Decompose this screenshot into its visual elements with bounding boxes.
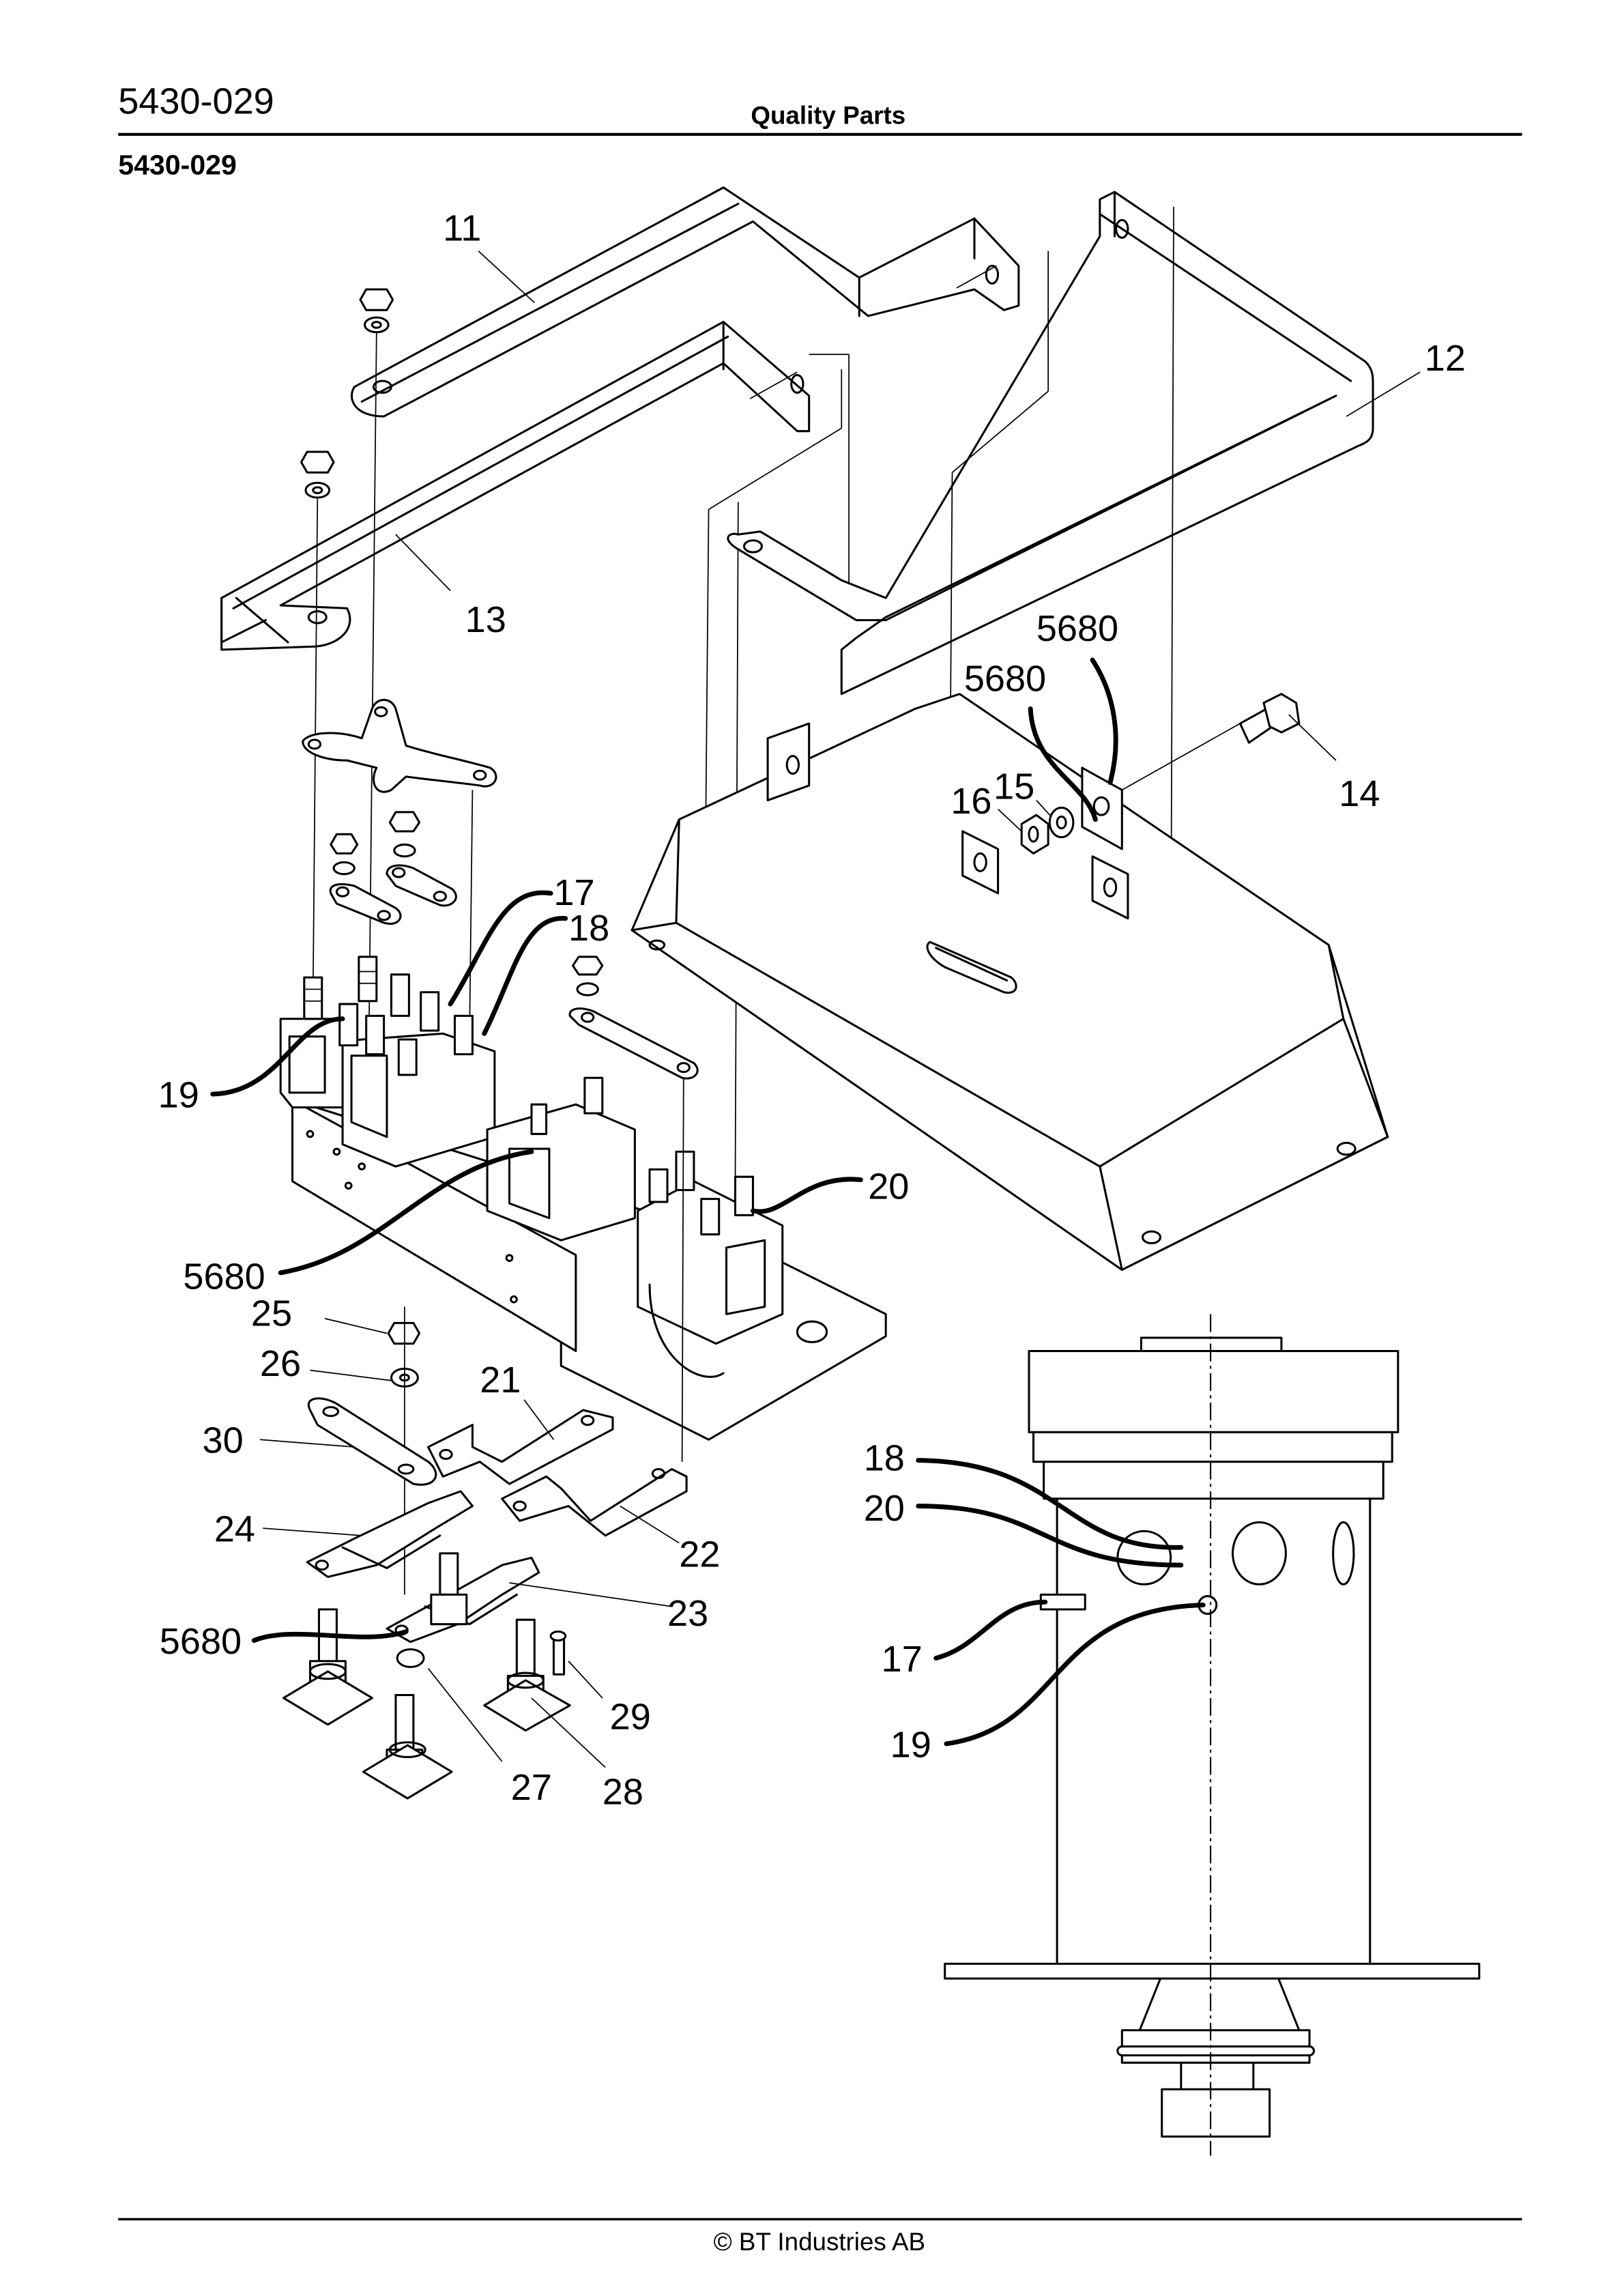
stud-group (303, 956, 474, 1076)
bracket-13 (220, 321, 850, 651)
callout-19-b: 19 (890, 1724, 931, 1765)
copyright: © BT Industries AB (714, 2228, 925, 2256)
callout-14: 14 (1339, 773, 1380, 814)
callouts: 11 12 13 14 15 16 5680 5680 17 18 19 20 … (158, 208, 1466, 1813)
control-box (630, 693, 1389, 1271)
callout-30: 30 (203, 1420, 244, 1461)
callout-28: 28 (603, 1772, 643, 1813)
bracket-12 (705, 190, 1374, 1019)
callout-24: 24 (214, 1509, 255, 1550)
callout-27: 27 (511, 1767, 552, 1808)
nut-16 (1020, 814, 1049, 855)
washer-15 (1048, 806, 1075, 839)
leader-lines (259, 250, 1421, 1768)
stud-post-3 (362, 1694, 453, 1800)
callout-25: 25 (251, 1293, 292, 1334)
bracket-11 (351, 186, 1020, 418)
callout-5680-c: 5680 (183, 1257, 265, 1297)
callout-20-b: 20 (864, 1488, 905, 1529)
callout-12: 12 (1425, 338, 1466, 379)
motor (944, 1314, 1481, 2156)
callout-13: 13 (465, 599, 506, 640)
callout-17-b: 17 (882, 1639, 923, 1680)
callout-11: 11 (443, 208, 481, 249)
callout-29: 29 (610, 1696, 651, 1737)
section-code: 5430-029 (118, 149, 237, 180)
bolt-14 (1238, 693, 1301, 744)
callout-20-a: 20 (868, 1166, 909, 1207)
link-plate (302, 698, 497, 793)
callout-26: 26 (260, 1343, 301, 1384)
stud-post-4 (483, 1618, 571, 1732)
stud-post-2 (430, 1552, 468, 1626)
callout-23: 23 (667, 1593, 708, 1634)
small-links (329, 790, 474, 1034)
callout-5680-d: 5680 (160, 1621, 242, 1662)
callout-22: 22 (679, 1534, 720, 1575)
page-code: 5430-029 (118, 81, 274, 122)
callout-18-a: 18 (568, 908, 609, 949)
callout-19-a: 19 (158, 1075, 199, 1116)
callout-16: 16 (951, 781, 991, 822)
stud-post-1 (282, 1608, 373, 1726)
callout-15: 15 (994, 766, 1034, 807)
page-header: 5430-029 Quality Parts 5430-029 (118, 81, 1522, 180)
callout-5680-a: 5680 (1036, 608, 1118, 649)
callout-18-b: 18 (864, 1438, 905, 1479)
page-footer: © BT Industries AB (118, 2218, 1522, 2256)
callout-17-a: 17 (553, 872, 594, 913)
callout-5680-b: 5680 (964, 658, 1046, 699)
nut-washer-stack-a (300, 288, 394, 1019)
page-title: Quality Parts (751, 102, 905, 130)
wires (210, 657, 1206, 1747)
callout-21: 21 (480, 1360, 521, 1401)
